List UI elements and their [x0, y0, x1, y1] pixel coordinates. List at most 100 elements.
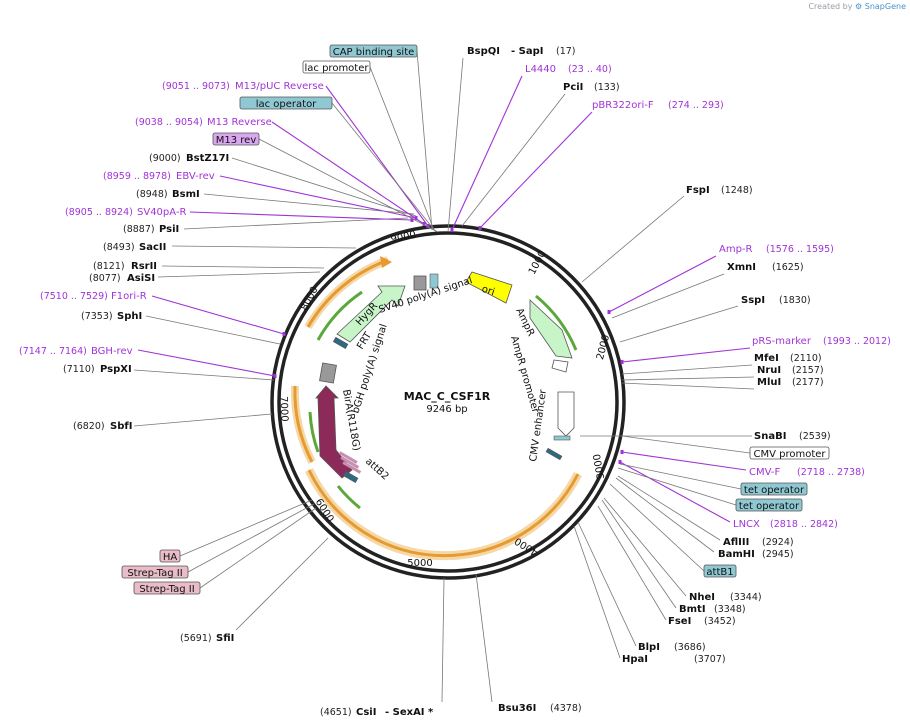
green-arc-bottom — [336, 485, 361, 510]
feature-box — [302, 60, 371, 74]
feature-box — [740, 482, 808, 496]
cmv-enhancer-arrow — [557, 391, 575, 437]
site-label-name: CsiI — [356, 707, 376, 718]
leader-line — [325, 85, 429, 227]
leader-line — [451, 75, 523, 231]
leader-line — [619, 461, 731, 523]
site-label-name: SphI — [117, 311, 142, 322]
site-label-name: BlpI — [638, 642, 660, 653]
site-label-name: Amp-R — [719, 244, 753, 255]
backbone-inner-ring — [277, 231, 619, 573]
site-label-name: CMV-F — [749, 467, 780, 478]
site-label-coord: (8959 .. 8978) — [103, 171, 171, 182]
green-arc-hygr — [316, 290, 363, 341]
leader-line — [171, 245, 357, 249]
site-label-coord: (3686) — [674, 642, 706, 653]
leader-line — [621, 435, 751, 454]
leader-line — [145, 315, 281, 345]
leader-line — [621, 376, 755, 381]
site-label-coord: (1248) — [721, 185, 753, 196]
site-label-coord: (2539) — [799, 431, 831, 442]
attb2-stripe-3 — [342, 461, 362, 474]
site-label-coord: (3344) — [730, 592, 762, 603]
site-label-name: MfeI — [754, 353, 779, 364]
leader-line — [447, 57, 464, 233]
site-label-name: AflIII — [723, 537, 749, 548]
site-label-coord: (17) — [556, 46, 576, 57]
primer-mark — [450, 228, 454, 232]
primer-mark — [607, 310, 611, 314]
site-label-name: BstZ17I — [186, 153, 229, 164]
leader-line — [621, 347, 751, 363]
site-label-coord: (9051 .. 9073) — [162, 81, 230, 92]
site-label-name: LNCX — [733, 519, 760, 530]
leader-line — [258, 138, 439, 233]
site-label-name: EBV-rev — [176, 171, 215, 182]
site-label-coord: (3707) — [694, 654, 726, 665]
scale-tick-label: 4000 — [513, 535, 540, 558]
site-label-name: PspXI — [100, 364, 132, 375]
orf-arc-top-core — [306, 258, 389, 328]
leader-line — [219, 175, 417, 219]
leader-line — [619, 463, 742, 490]
credit-prefix: Created by — [808, 2, 853, 11]
leader-line — [235, 537, 329, 631]
site-label-coord: (8493) — [103, 242, 135, 253]
leader-line — [475, 573, 493, 703]
snapgene-credit: Created by ⚙ SnapGene — [808, 2, 906, 11]
feature-box-label: lac operator — [256, 99, 317, 110]
ampr-promoter-box — [551, 359, 569, 373]
site-label-coord: (7353) — [81, 311, 113, 322]
primer-mark — [410, 218, 414, 222]
site-label-name: PsiI — [159, 224, 179, 235]
scale-tick-label: 3000 — [592, 453, 607, 480]
leader-line — [369, 66, 435, 231]
primer-mark — [620, 360, 624, 364]
scale-tick-label: 7000 — [278, 396, 290, 422]
sv40-small-box — [429, 273, 439, 289]
primer-mark — [426, 224, 430, 228]
leader-line — [461, 93, 566, 227]
leader-line — [621, 451, 747, 471]
leader-line — [573, 525, 621, 659]
feature-box-label: tet operator — [739, 501, 800, 512]
attb2-box — [342, 470, 359, 484]
leader-line — [619, 305, 739, 343]
site-label-coord: (2945) — [762, 549, 794, 560]
site-label-coord: (3348) — [714, 604, 746, 615]
leader-line — [179, 499, 313, 557]
site-label-coord: (2718 .. 2738) — [797, 467, 865, 478]
site-label-coord: (8948) — [136, 189, 168, 200]
feature-box-label: attB1 — [706, 567, 733, 578]
leader-line — [441, 577, 445, 703]
site-label-name: BamHI — [718, 549, 755, 560]
site-label-name: SacII — [139, 242, 166, 253]
primer-mark — [282, 332, 286, 336]
site-label-coord: (1576 .. 1595) — [766, 244, 834, 255]
primer-mark — [620, 450, 624, 454]
site-label-coord: (8887) — [123, 224, 155, 235]
frt-box — [332, 336, 349, 350]
site-label-coord: (4651) — [320, 707, 352, 718]
feature-box — [159, 549, 181, 563]
leader-line — [601, 499, 677, 609]
leader-line — [203, 193, 415, 215]
site-label-coord: (7510 .. 7529) — [40, 291, 108, 302]
primer-mark — [618, 460, 622, 464]
site-label-name: F1ori-R — [111, 291, 147, 302]
site-label-name: XmnI — [727, 262, 756, 273]
leader-line — [621, 364, 753, 375]
leader-line — [479, 111, 593, 229]
leader-line — [577, 521, 637, 647]
site-label-name: NheI — [689, 592, 715, 603]
leader-lines — [133, 50, 755, 703]
feature-box — [749, 446, 830, 460]
site-label-name: HpaI — [622, 654, 648, 665]
leader-line — [331, 102, 437, 233]
leader-line — [597, 505, 667, 621]
leader-line — [199, 507, 317, 589]
scale-tick-label: 9000 — [390, 230, 417, 246]
feature-box-label: HA — [163, 552, 178, 563]
leader-line — [617, 475, 721, 541]
